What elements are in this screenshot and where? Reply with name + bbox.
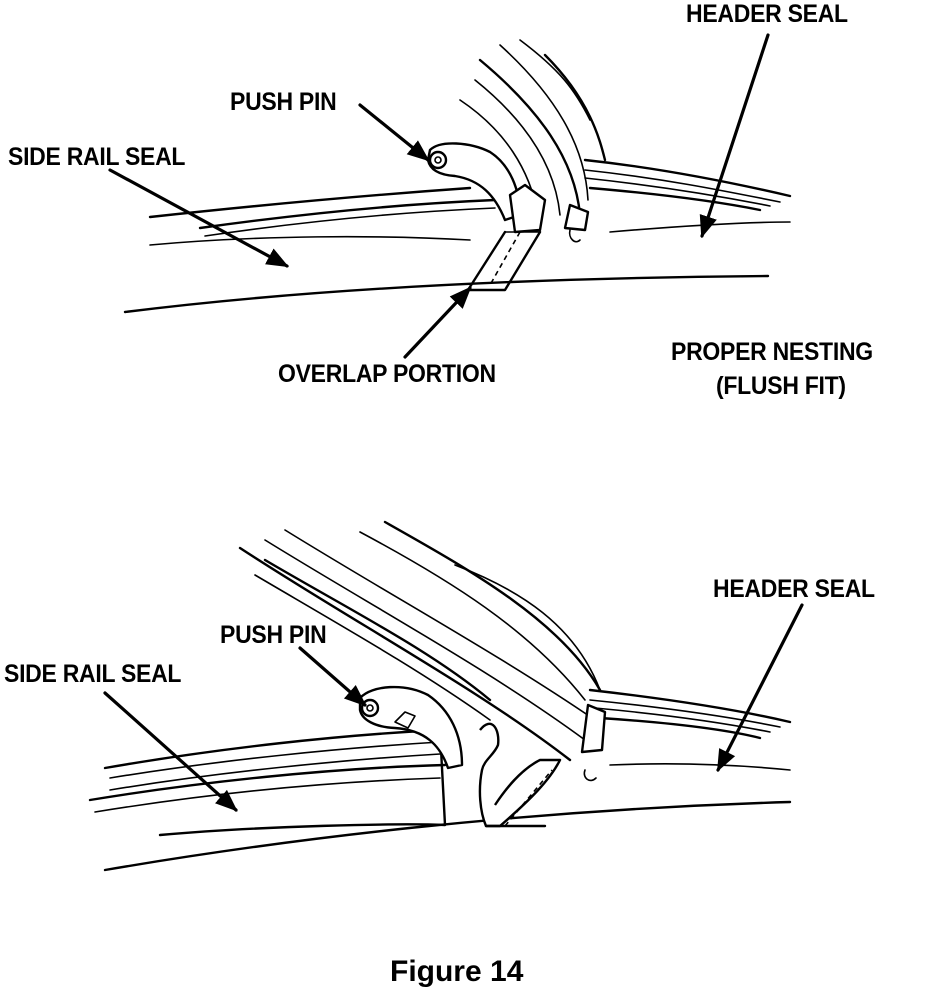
proper-nesting-label: PROPER NESTING	[671, 338, 873, 366]
push-pin-arrow-top	[358, 103, 430, 162]
header-seal-label-bottom: HEADER SEAL	[713, 575, 875, 603]
push-pin-arrow-bottom	[298, 646, 367, 707]
push-pin-label-top: PUSH PIN	[230, 88, 337, 116]
side-rail-seal-arrow-bottom	[103, 691, 238, 812]
bottom-panel-illustration	[88, 520, 792, 872]
top-panel-illustration	[123, 39, 792, 314]
figure-caption: Figure 14	[390, 955, 524, 988]
header-seal-label-top: HEADER SEAL	[686, 0, 848, 28]
header-seal-arrow-bottom	[716, 603, 804, 772]
side-rail-seal-label-bottom: SIDE RAIL SEAL	[4, 660, 182, 688]
side-rail-seal-arrow-top	[108, 168, 289, 268]
side-rail-seal-label-top: SIDE RAIL SEAL	[8, 143, 186, 171]
flush-fit-label: (FLUSH FIT)	[716, 372, 846, 400]
overlap-portion-label: OVERLAP PORTION	[278, 360, 496, 388]
push-pin-label-bottom: PUSH PIN	[220, 621, 327, 649]
header-seal-arrow-top	[699, 33, 770, 239]
overlap-portion-arrow	[403, 286, 472, 359]
